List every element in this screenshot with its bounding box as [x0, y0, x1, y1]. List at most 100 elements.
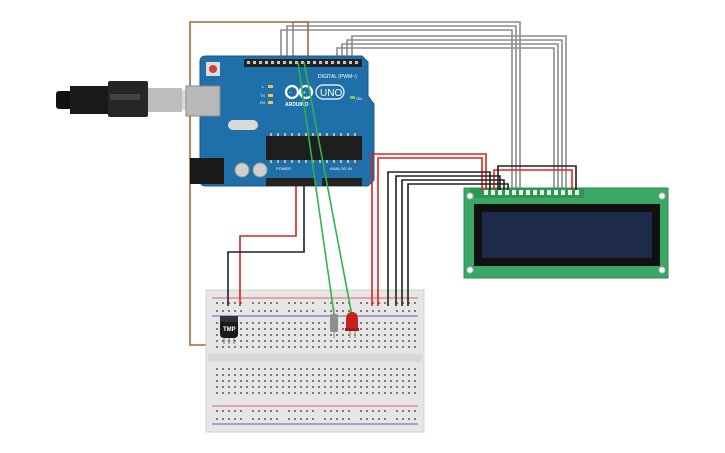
- gray-wire-bundle[interactable]: [280, 21, 567, 190]
- breadboard-hole[interactable]: [390, 322, 392, 324]
- breadboard-hole[interactable]: [366, 418, 368, 420]
- breadboard-hole[interactable]: [336, 410, 338, 412]
- breadboard-hole[interactable]: [300, 374, 302, 376]
- breadboard-hole[interactable]: [276, 368, 278, 370]
- breadboard-hole[interactable]: [312, 302, 314, 304]
- arduino-uno-icon[interactable]: DIGITAL (PWM~) − + ARDUINO UNO L TX RX O…: [185, 55, 375, 187]
- breadboard-hole[interactable]: [252, 368, 254, 370]
- breadboard-hole[interactable]: [390, 392, 392, 394]
- breadboard-hole[interactable]: [270, 418, 272, 420]
- breadboard-hole[interactable]: [258, 368, 260, 370]
- breadboard-hole[interactable]: [372, 418, 374, 420]
- breadboard-hole[interactable]: [234, 410, 236, 412]
- breadboard-hole[interactable]: [408, 310, 410, 312]
- breadboard-hole[interactable]: [330, 340, 332, 342]
- breadboard-hole[interactable]: [348, 346, 350, 348]
- breadboard-hole[interactable]: [342, 380, 344, 382]
- breadboard-hole[interactable]: [282, 380, 284, 382]
- breadboard-hole[interactable]: [270, 328, 272, 330]
- breadboard-hole[interactable]: [264, 322, 266, 324]
- breadboard-hole[interactable]: [402, 340, 404, 342]
- breadboard-hole[interactable]: [306, 380, 308, 382]
- breadboard-hole[interactable]: [414, 328, 416, 330]
- breadboard-hole[interactable]: [354, 374, 356, 376]
- breadboard-hole[interactable]: [414, 346, 416, 348]
- breadboard-hole[interactable]: [234, 340, 236, 342]
- breadboard-hole[interactable]: [384, 386, 386, 388]
- breadboard-hole[interactable]: [264, 374, 266, 376]
- breadboard-hole[interactable]: [288, 368, 290, 370]
- breadboard-hole[interactable]: [264, 418, 266, 420]
- breadboard-hole[interactable]: [276, 328, 278, 330]
- breadboard-hole[interactable]: [336, 340, 338, 342]
- breadboard-hole[interactable]: [348, 334, 350, 336]
- breadboard-hole[interactable]: [300, 302, 302, 304]
- breadboard-hole[interactable]: [348, 374, 350, 376]
- breadboard-hole[interactable]: [384, 374, 386, 376]
- breadboard-hole[interactable]: [270, 380, 272, 382]
- breadboard-hole[interactable]: [318, 380, 320, 382]
- breadboard-hole[interactable]: [228, 302, 230, 304]
- breadboard-hole[interactable]: [324, 410, 326, 412]
- breadboard-hole[interactable]: [354, 368, 356, 370]
- breadboard-hole[interactable]: [306, 374, 308, 376]
- breadboard-hole[interactable]: [408, 410, 410, 412]
- breadboard-hole[interactable]: [324, 322, 326, 324]
- breadboard-hole[interactable]: [288, 328, 290, 330]
- breadboard-hole[interactable]: [330, 302, 332, 304]
- breadboard-hole[interactable]: [288, 334, 290, 336]
- breadboard-hole[interactable]: [300, 392, 302, 394]
- breadboard-hole[interactable]: [228, 410, 230, 412]
- breadboard-hole[interactable]: [240, 410, 242, 412]
- breadboard-hole[interactable]: [222, 392, 224, 394]
- breadboard-hole[interactable]: [324, 340, 326, 342]
- breadboard-hole[interactable]: [342, 346, 344, 348]
- breadboard-hole[interactable]: [222, 418, 224, 420]
- breadboard-hole[interactable]: [396, 392, 398, 394]
- usb-cable-icon[interactable]: [56, 81, 204, 117]
- breadboard-hole[interactable]: [222, 340, 224, 342]
- breadboard-hole[interactable]: [300, 328, 302, 330]
- breadboard-hole[interactable]: [270, 386, 272, 388]
- breadboard-hole[interactable]: [240, 334, 242, 336]
- breadboard-hole[interactable]: [366, 334, 368, 336]
- breadboard-hole[interactable]: [378, 418, 380, 420]
- breadboard-hole[interactable]: [366, 322, 368, 324]
- brown-wire[interactable]: [189, 21, 309, 346]
- breadboard-hole[interactable]: [294, 386, 296, 388]
- breadboard-hole[interactable]: [222, 346, 224, 348]
- breadboard-hole[interactable]: [228, 374, 230, 376]
- breadboard-hole[interactable]: [258, 392, 260, 394]
- breadboard-hole[interactable]: [252, 346, 254, 348]
- breadboard-hole[interactable]: [378, 386, 380, 388]
- breadboard-hole[interactable]: [390, 380, 392, 382]
- breadboard-hole[interactable]: [354, 392, 356, 394]
- breadboard-hole[interactable]: [390, 328, 392, 330]
- breadboard-hole[interactable]: [252, 418, 254, 420]
- breadboard-hole[interactable]: [234, 392, 236, 394]
- breadboard-hole[interactable]: [228, 346, 230, 348]
- breadboard-hole[interactable]: [402, 310, 404, 312]
- breadboard-hole[interactable]: [252, 392, 254, 394]
- breadboard-hole[interactable]: [318, 392, 320, 394]
- breadboard-hole[interactable]: [264, 368, 266, 370]
- breadboard-hole[interactable]: [300, 368, 302, 370]
- breadboard-hole[interactable]: [222, 374, 224, 376]
- breadboard-hole[interactable]: [228, 368, 230, 370]
- breadboard-hole[interactable]: [342, 374, 344, 376]
- breadboard-hole[interactable]: [258, 328, 260, 330]
- breadboard-hole[interactable]: [336, 386, 338, 388]
- breadboard-hole[interactable]: [408, 302, 410, 304]
- breadboard-hole[interactable]: [414, 334, 416, 336]
- breadboard-hole[interactable]: [384, 410, 386, 412]
- breadboard-hole[interactable]: [270, 346, 272, 348]
- breadboard-hole[interactable]: [282, 340, 284, 342]
- breadboard-hole[interactable]: [234, 374, 236, 376]
- breadboard-hole[interactable]: [372, 374, 374, 376]
- breadboard-hole[interactable]: [294, 418, 296, 420]
- breadboard-hole[interactable]: [240, 380, 242, 382]
- breadboard-hole[interactable]: [228, 392, 230, 394]
- breadboard-hole[interactable]: [234, 386, 236, 388]
- breadboard-hole[interactable]: [402, 392, 404, 394]
- breadboard-hole[interactable]: [384, 346, 386, 348]
